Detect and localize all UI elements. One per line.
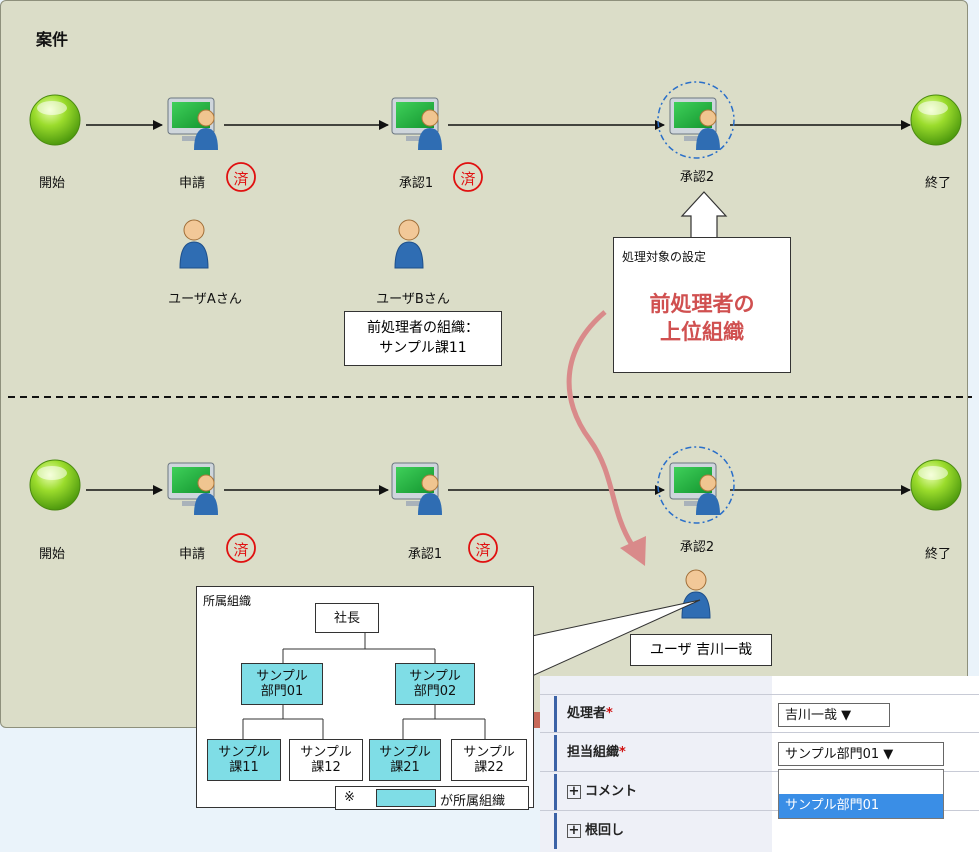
selected-node-ring — [657, 81, 735, 159]
callout-heading: 処理対象の設定 — [622, 250, 707, 264]
org-chart-panel: 所属組織 社長 サンプル 部門01 サンプル 部門02 サンプル 課11 サンプ… — [196, 586, 534, 810]
node-label-approve2: 承認2 — [679, 540, 715, 555]
dropdown-option-empty[interactable] — [779, 770, 943, 794]
form-row-nemawashi: + 根回し — [540, 813, 979, 849]
task-node-icon — [167, 97, 218, 150]
org-dropdown-list: サンプル部門01 — [778, 769, 944, 819]
task-node-icon — [391, 462, 442, 515]
node-label-approve1: 承認1 — [407, 547, 443, 562]
callout-up-arrow — [680, 191, 728, 239]
selected-node-ring — [657, 446, 735, 524]
task-node-icon — [669, 462, 720, 515]
user-label-a: ユーザAさん — [168, 292, 242, 307]
assignee-user-box: ユーザ 吉川一哉 — [630, 634, 772, 666]
processor-select[interactable]: 吉川一哉 ▼ — [778, 703, 890, 727]
processing-target-callout: 処理対象の設定 前処理者の 上位組織 — [613, 237, 791, 373]
form-row-comment: + コメント — [540, 774, 979, 811]
org-select[interactable]: サンプル部門01 ▼ — [778, 742, 944, 766]
assignee-user-label: ユーザ 吉川一哉 — [649, 642, 753, 658]
previous-org-note: 前処理者の組織： サンプル課11 — [344, 311, 502, 366]
expand-icon[interactable]: + — [567, 783, 581, 799]
start-node-icon — [29, 459, 81, 511]
field-label-org-text: 担当組織 — [567, 745, 620, 760]
node-label-apply: 申請 — [178, 547, 206, 562]
org-chart-lines — [242, 633, 486, 739]
required-mark: * — [606, 706, 613, 721]
curved-pink-arrow-head — [620, 536, 646, 566]
user-label-b: ユーザBさん — [376, 292, 450, 307]
section-comment-label: コメント — [585, 784, 638, 799]
node-label-apply: 申請 — [178, 176, 206, 191]
curved-pink-arrow — [566, 310, 635, 547]
field-label-processor: 処理者* — [554, 696, 613, 732]
done-mark-circle — [453, 162, 483, 192]
done-mark-circle — [468, 533, 498, 563]
expand-icon[interactable]: + — [567, 822, 581, 838]
node-label-end: 終了 — [924, 176, 952, 191]
task-node-icon — [669, 97, 720, 150]
task-node-icon — [167, 462, 218, 515]
org-node-section22: サンプル 課22 — [451, 739, 527, 781]
org-node-section12: サンプル 課12 — [289, 739, 363, 781]
section-comment[interactable]: + コメント — [554, 774, 637, 810]
dropdown-option-dept01[interactable]: サンプル部門01 — [779, 794, 943, 818]
done-mark-circle — [226, 533, 256, 563]
done-mark: 済 — [460, 170, 476, 188]
org-node-president: 社長 — [315, 603, 379, 633]
org-legend-prefix: ※ — [344, 790, 355, 805]
field-label-processor-text: 処理者 — [567, 706, 607, 721]
field-label-org: 担当組織* — [554, 735, 626, 771]
task-node-icon — [391, 97, 442, 150]
org-legend-suffix: が所属組織 — [440, 794, 506, 809]
done-mark-circle — [226, 162, 256, 192]
node-label-end: 終了 — [924, 547, 952, 562]
node-label-start: 開始 — [38, 547, 66, 562]
form-label-column — [540, 676, 772, 852]
done-mark: 済 — [233, 541, 249, 559]
done-mark: 済 — [233, 170, 249, 188]
form-row-processor: 処理者* 吉川一哉 ▼ — [540, 696, 979, 733]
person-icon — [394, 219, 424, 269]
form-top-strip — [540, 676, 979, 695]
end-node-icon — [910, 459, 962, 511]
person-icon — [681, 569, 711, 619]
section-nemawashi[interactable]: + 根回し — [554, 813, 624, 849]
org-node-section21: サンプル 課21 — [369, 739, 441, 781]
required-mark: * — [619, 745, 626, 760]
node-label-approve2: 承認2 — [679, 170, 715, 185]
done-mark: 済 — [475, 541, 491, 559]
end-node-icon — [910, 94, 962, 146]
org-node-section11: サンプル 課11 — [207, 739, 281, 781]
panel-title: 案件 — [36, 30, 69, 49]
form-row-org: 担当組織* サンプル部門01 ▼ — [540, 735, 979, 772]
start-node-icon — [29, 94, 81, 146]
callout-highlight: 前処理者の 上位組織 — [649, 292, 755, 344]
previous-org-note-text: 前処理者の組織： サンプル課11 — [367, 320, 479, 356]
org-legend: ※ が所属組織 — [335, 786, 529, 810]
org-node-dept01: サンプル 部門01 — [241, 663, 323, 705]
org-legend-swatch — [376, 789, 436, 807]
node-label-approve1: 承認1 — [398, 176, 434, 191]
person-icon — [179, 219, 209, 269]
org-chart-title: 所属組織 — [203, 594, 252, 608]
org-node-dept02: サンプル 部門02 — [395, 663, 475, 705]
section-nemawashi-label: 根回し — [585, 823, 625, 838]
node-label-start: 開始 — [38, 176, 66, 191]
